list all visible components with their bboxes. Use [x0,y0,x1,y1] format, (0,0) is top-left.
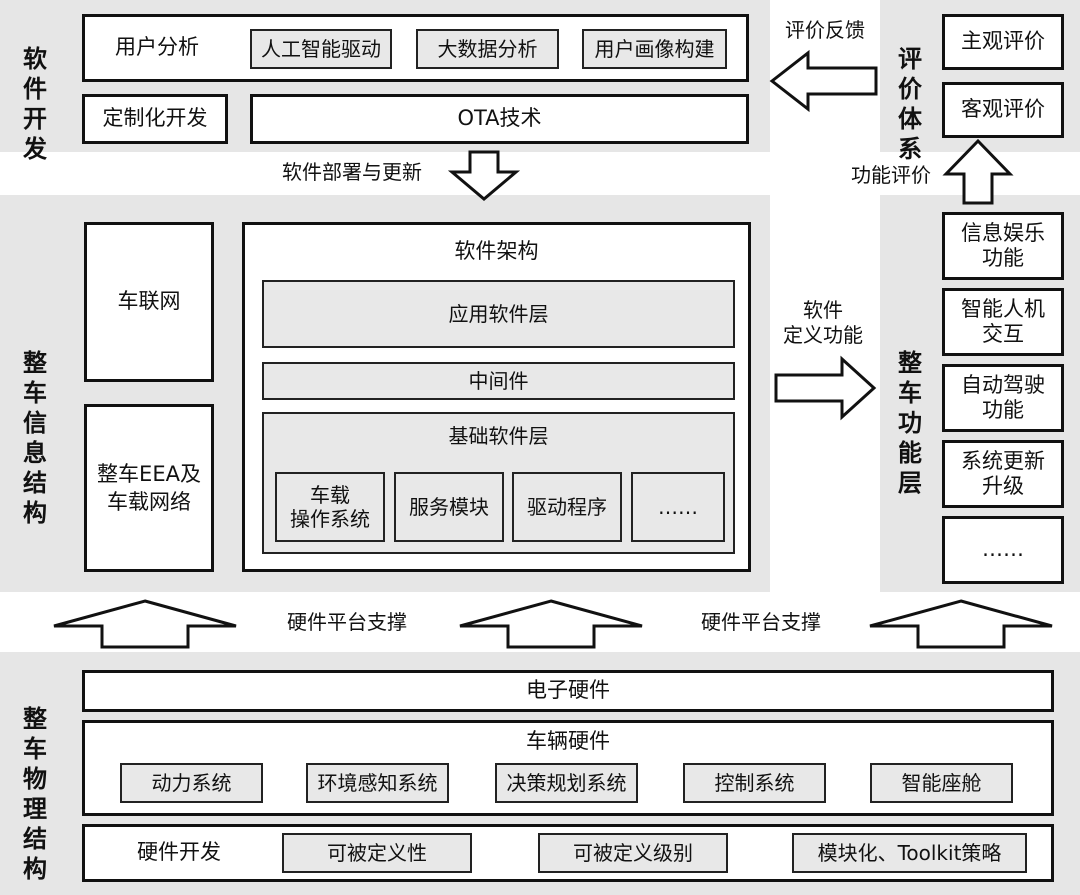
software-architecture-title: 软件架构 [454,239,539,263]
functions-title: 整 车 功 能 层 [898,349,922,497]
vehicle-os-box: 车载 操作系统 [275,472,385,542]
control-system-box: 控制系统 [683,763,826,803]
software-defined-arrow [774,355,877,421]
user-analysis-label: 用户分析 [115,35,199,60]
hw-support-arrow-right [869,599,1053,649]
infotainment-box: 信息娱乐 功能 [942,212,1064,280]
driver-box: 驱动程序 [512,472,622,542]
function-eval-arrow-shape [942,138,1014,205]
custom-dev-box: 定制化开发 [82,94,228,144]
hw-support-arrow-left [53,599,237,649]
electronic-hw-box: 电子硬件 [82,670,1054,712]
modular-toolkit-box: 模块化、Toolkit策略 [792,833,1027,873]
middleware-box: 中间件 [262,362,735,400]
vehicle-hw-title: 车辆硬件 [526,729,610,753]
hmi-box: 智能人机 交互 [942,288,1064,356]
ai-drive-box: 人工智能驱动 [250,29,392,69]
function-eval-arrow [942,138,1014,205]
eval-feedback-label: 评价反馈 [785,18,865,42]
smart-cockpit-box: 智能座舱 [870,763,1013,803]
ota-box: OTA技术 [250,94,749,144]
subjective-eval-box: 主观评价 [942,14,1064,70]
big-data-box: 大数据分析 [416,29,559,69]
deploy-update-arrow-shape [447,150,521,201]
eea-box: 整车EEA及 车载网络 [84,404,214,572]
hw-support-label-right: 硬件平台支撑 [701,610,821,634]
perception-system-box: 环境感知系统 [306,763,449,803]
eval-feedback-arrow [769,49,878,113]
deploy-update-arrow [447,150,521,201]
software-defined-arrow-shape [774,355,877,421]
hw-support-arrow-left-shape [53,599,237,649]
deploy-update-label: 软件部署与更新 [282,160,422,184]
hw-support-arrow-right-shape [869,599,1053,649]
definable-box: 可被定义性 [282,833,472,873]
power-system-box: 动力系统 [120,763,263,803]
upgrade-box: 系统更新 升级 [942,440,1064,508]
user-profile-box: 用户画像构建 [582,29,727,69]
autodrive-box: 自动驾驶 功能 [942,364,1064,432]
app-layer-box: 应用软件层 [262,280,735,348]
hw-support-arrow-center-shape [459,599,643,649]
hw-dev-label: 硬件开发 [137,840,221,865]
base-layer-title: 基础软件层 [448,424,549,448]
service-module-box: 服务模块 [394,472,504,542]
vehicle-info-title: 整 车 信 息 结 构 [23,349,47,527]
objective-eval-box: 客观评价 [942,82,1064,138]
planning-system-box: 决策规划系统 [495,763,638,803]
definable-level-box: 可被定义级别 [538,833,728,873]
function-eval-label: 功能评价 [851,163,931,187]
eval-feedback-arrow-shape [769,49,878,113]
hw-support-label-left: 硬件平台支撑 [287,610,407,634]
software-dev-title: 软 件 开 发 [23,45,47,163]
physical-title: 整 车 物 理 结 构 [23,705,47,883]
more-software-box: …… [631,472,725,542]
eval-title: 评 价 体 系 [898,45,922,163]
software-defined-label: 软件 定义功能 [783,298,863,347]
more-functions-box: …… [942,516,1064,584]
hw-support-arrow-center [459,599,643,649]
connected-vehicle-box: 车联网 [84,222,214,382]
